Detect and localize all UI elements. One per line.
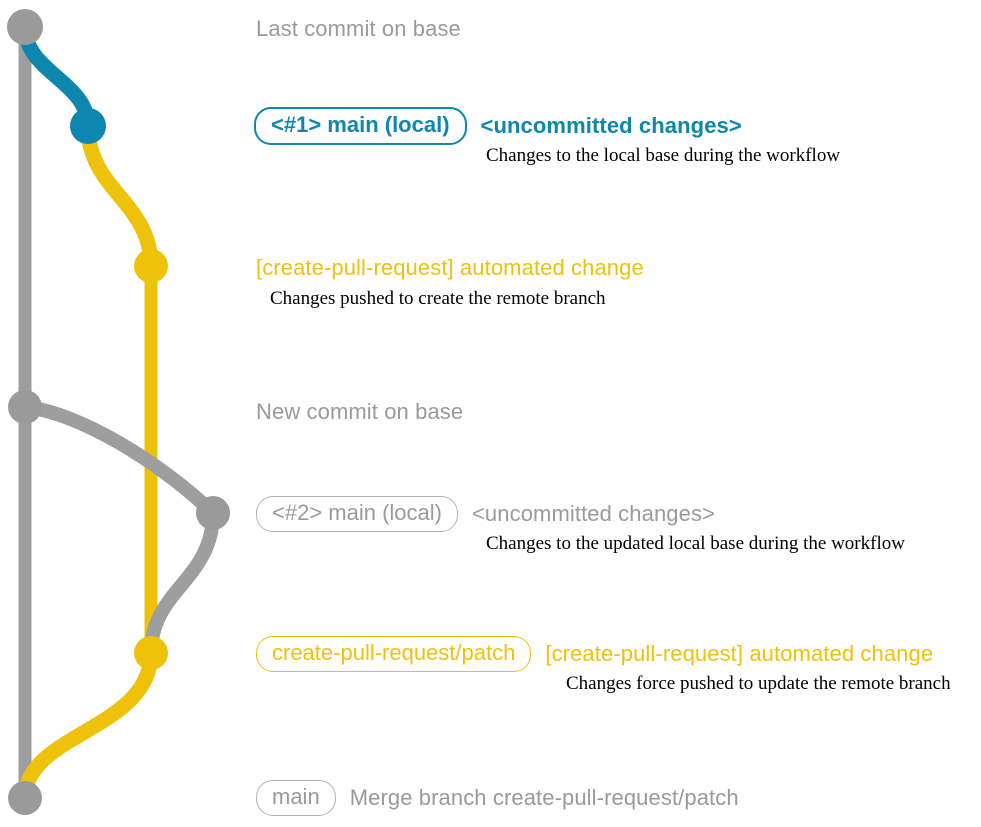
commit-note-remote-commit-1: Changes pushed to create the remote bran…: [270, 288, 606, 309]
commit-node-remote-1[interactable]: [134, 249, 168, 283]
commit-row-merge-commit: main Merge branch create-pull-request/pa…: [256, 779, 739, 817]
edge-local-1-to-remote-1: [80, 118, 159, 274]
commit-note-local-commit-2: Changes to the updated local base during…: [486, 533, 905, 554]
commit-node-base-2[interactable]: [8, 390, 42, 424]
commit-node-local-2[interactable]: [196, 496, 230, 530]
commit-row-local-commit-2: <#2> main (local) <uncommitted changes>: [256, 495, 715, 533]
commit-row-last-commit-on-base: Last commit on base: [256, 12, 461, 46]
edge-local-2-to-remote-2: [144, 506, 220, 660]
ref-pill-main-local-2[interactable]: <#2> main (local): [256, 496, 458, 532]
commit-message: <uncommitted changes>: [480, 113, 742, 138]
commit-message: New commit on base: [256, 399, 464, 424]
commit-row-remote-commit-2: create-pull-request/patch [create-pull-r…: [256, 635, 933, 673]
edge-base-to-local-2: [18, 400, 220, 520]
commit-message: [create-pull-request] automated change: [545, 641, 934, 666]
commit-message: Last commit on base: [256, 16, 461, 41]
commit-message: [create-pull-request] automated change: [256, 255, 644, 280]
commit-node-base-1[interactable]: [7, 9, 43, 45]
ref-pill-main[interactable]: main: [256, 780, 336, 816]
commit-note-remote-commit-2: Changes force pushed to update the remot…: [566, 673, 951, 694]
edge-remote-2-to-merge: [17, 645, 159, 806]
commit-message: <uncommitted changes>: [471, 501, 716, 526]
commit-node-local-1[interactable]: [70, 108, 106, 144]
commit-node-remote-2[interactable]: [134, 636, 168, 670]
commit-note-local-commit-1: Changes to the local base during the wor…: [486, 145, 841, 166]
ref-pill-main-local-1[interactable]: <#1> main (local): [254, 107, 467, 145]
commit-node-merge[interactable]: [8, 781, 42, 815]
commit-row-local-commit-1: <#1> main (local) <uncommitted changes>: [254, 107, 742, 145]
ref-pill-create-pull-request-patch[interactable]: create-pull-request/patch: [256, 636, 532, 672]
commit-row-new-commit-on-base: New commit on base: [256, 395, 463, 429]
commit-message: Merge branch create-pull-request/patch: [349, 785, 739, 810]
commit-row-remote-commit-1: [create-pull-request] automated change: [256, 251, 644, 285]
